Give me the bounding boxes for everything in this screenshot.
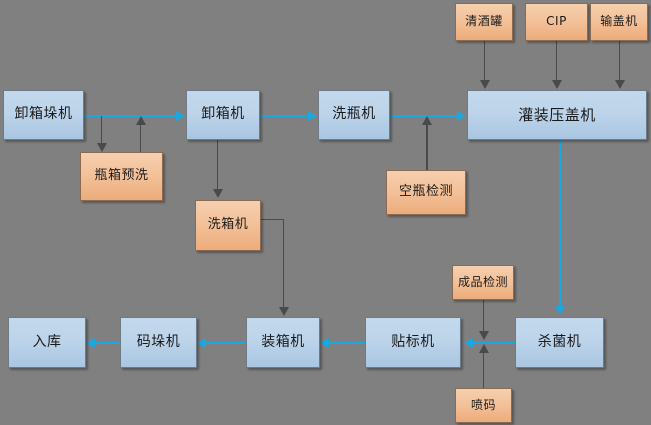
node-label: 贴标机: [391, 333, 435, 350]
node-xiexiangduoji[interactable]: 卸箱垛机: [3, 90, 84, 140]
node-xixiangji[interactable]: 洗箱机: [195, 200, 261, 251]
node-label: 喷码: [470, 397, 496, 412]
edge-cip-to-guanzhuangji: [556, 41, 557, 82]
arrowhead-xixiangji-in: [213, 189, 223, 198]
node-tiebiaoji[interactable]: 贴标机: [365, 317, 461, 368]
node-xiexiangji[interactable]: 卸箱机: [186, 90, 260, 140]
node-guanzhuangyagaiji[interactable]: 灌装压盖机: [467, 90, 647, 140]
node-label: 空瓶检测: [398, 184, 453, 200]
arrowhead-zhuangxiangji-in: [320, 338, 329, 348]
edge-penma-up: [483, 352, 484, 388]
arrowhead-guanzhuangji-top-3: [615, 80, 625, 89]
arrowhead-tiebiaoji-in: [464, 338, 473, 348]
edge-pingxiangyuxi-up: [140, 123, 141, 152]
node-shajunji[interactable]: 杀菌机: [515, 317, 604, 368]
node-kongpingjiance[interactable]: 空瓶检测: [386, 170, 466, 215]
node-label: 码垛机: [136, 333, 181, 350]
arrowhead-shajunji-in: [555, 306, 565, 315]
node-label: 卸箱垛机: [14, 106, 73, 123]
arrowhead-xiexiangji-in: [176, 111, 185, 121]
arrowhead-guanzhuangji-top-2: [552, 80, 562, 89]
arrowhead-pingxiangyuxi-out: [136, 116, 146, 125]
edge-kongpingjiance-up: [426, 124, 428, 172]
arrowhead-guanzhuangji-in: [457, 111, 466, 121]
node-label: 瓶箱预洗: [94, 168, 149, 184]
edge-maduoji-to-ruku: [95, 342, 120, 344]
arrowhead-xipingji-in: [308, 111, 317, 121]
node-label: 清酒罐: [465, 14, 503, 29]
edge-xiexiangduoji-to-xiexiangji: [84, 115, 176, 117]
arrowhead-ruku-in: [86, 338, 95, 348]
node-penma[interactable]: 喷码: [455, 388, 512, 423]
edge-guanzhuangji-to-shajunji: [559, 140, 561, 308]
edge-xiexiangji-to-xixiangji: [217, 140, 218, 191]
node-label: 成品检测: [457, 274, 508, 289]
node-shugaiji[interactable]: 输盖机: [590, 3, 648, 41]
node-chengpinjiance[interactable]: 成品检测: [452, 265, 514, 300]
node-qingjiuguan[interactable]: 清酒罐: [455, 3, 513, 41]
edge-chengpinjiance-down: [483, 300, 484, 333]
node-label: 洗瓶机: [332, 106, 376, 123]
node-label: 输盖机: [600, 14, 638, 29]
arrowhead-kongpingjiance-out: [422, 116, 432, 125]
node-label: 装箱机: [261, 333, 305, 350]
node-maduoji[interactable]: 码垛机: [120, 317, 197, 368]
node-ruku[interactable]: 入库: [8, 317, 86, 368]
edge-zhuangxiangji-to-maduoji: [206, 342, 246, 344]
arrowhead-chengpinjiance-out: [479, 331, 489, 340]
node-label: 杀菌机: [537, 333, 582, 350]
arrowhead-zhuangxiangji-top-in: [279, 307, 289, 316]
edge-shajunji-to-tiebiaoji: [473, 342, 515, 344]
arrowhead-penma-out: [479, 344, 489, 353]
node-label: 卸箱机: [201, 106, 245, 123]
node-label: 洗箱机: [207, 217, 249, 233]
node-pingxiangyuxi[interactable]: 瓶箱预洗: [80, 152, 163, 201]
node-label: 入库: [32, 333, 62, 350]
arrowhead-pingxiangyuxi-in: [97, 143, 107, 152]
edge-shugaiji-to-guanzhuangji: [619, 41, 620, 82]
node-zhuangxiangji[interactable]: 装箱机: [246, 317, 320, 368]
edge-xixiangji-to-zhuangxiangji-v: [283, 219, 284, 309]
arrowhead-guanzhuangji-top-1: [480, 80, 490, 89]
arrowhead-maduoji-in: [197, 338, 206, 348]
node-xipingji[interactable]: 洗瓶机: [318, 90, 390, 140]
node-label: CIP: [546, 14, 567, 29]
edge-tiebiaoji-to-zhuangxiangji: [329, 342, 365, 344]
edge-xixiangji-to-zhuangxiangji-h: [261, 219, 284, 220]
edge-down-to-pingxiangyuxi: [101, 116, 102, 145]
node-cip[interactable]: CIP: [525, 3, 588, 41]
edge-xiexiangji-to-xipingji: [260, 115, 308, 117]
node-label: 灌装压盖机: [518, 105, 596, 124]
edge-qingjiuguan-to-guanzhuangji: [484, 41, 485, 82]
